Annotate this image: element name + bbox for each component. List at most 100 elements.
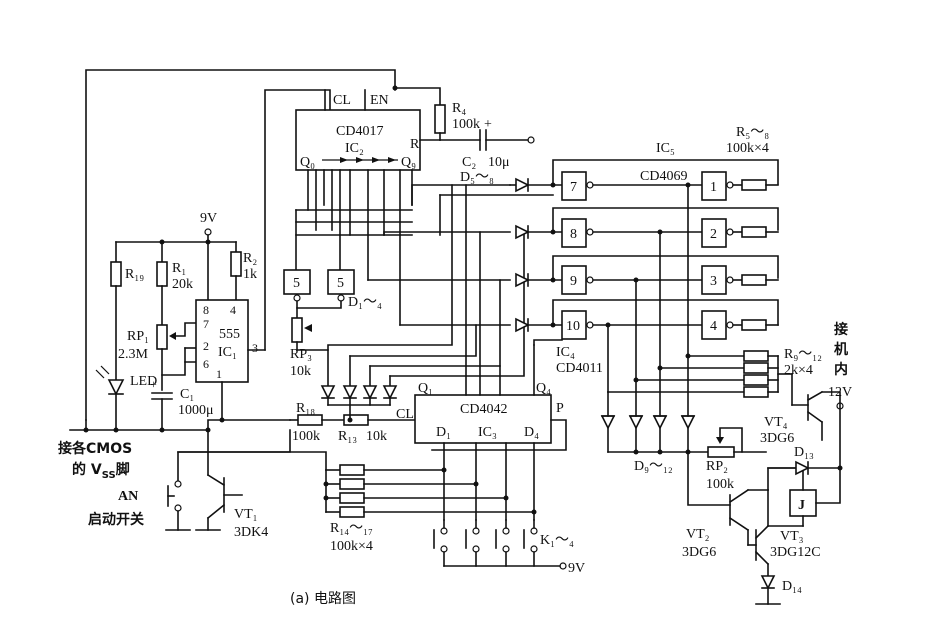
ic4-ref: IC₄	[556, 345, 575, 360]
c1-value: 1000μ	[178, 403, 214, 418]
svg-text:+: +	[150, 377, 157, 391]
ic1-pin7: 7	[203, 317, 209, 331]
cmos-note-1: 接各CMOS	[58, 440, 132, 457]
vt1-value: 3DK4	[234, 525, 268, 540]
r18-label: R₁₈	[296, 401, 315, 416]
start-switch-vt1: AN 启动开关 VT₁ 3DK4	[88, 429, 291, 540]
ic3-q1-pin: Q₁	[418, 381, 433, 396]
r4-c2-reset: R₄ 100k + C₂ 10μ	[419, 101, 535, 170]
ground-bus: 接各CMOS 的 VSS脚	[58, 417, 291, 481]
ic3-q4-pin: Q₄	[536, 381, 551, 396]
vt2-value: 3DG6	[682, 545, 716, 560]
c2-label: C₂	[462, 155, 476, 170]
ic1-pin3: 3	[252, 341, 258, 355]
d13-label: D₁₃	[794, 445, 814, 460]
r5-8-label: R₅～₈	[736, 125, 769, 140]
vt3-label: VT₃	[780, 529, 804, 544]
an-label: AN	[118, 489, 138, 504]
d14-label: D₁₄	[782, 579, 802, 594]
nei-label: 内	[834, 361, 848, 378]
r9-12-d9-12: R₉～₁₂ 2k×4 D₉～₁₂	[600, 347, 822, 474]
r14-17-value: 100k×4	[330, 539, 373, 554]
rp3-value: 10k	[290, 364, 311, 379]
led-label: LED	[130, 374, 157, 389]
ic3-cd4042: CD4042 Q₁ Q₄ P D₁ IC₃ D₄	[414, 184, 567, 521]
clock-network: R₁₈ 100k R₁₃ 10k CL	[289, 184, 525, 444]
ic1-pin6: 6	[203, 357, 209, 371]
ic2-cd4017: CL EN CD4017 IC₂ R Q₀ Q₉	[295, 89, 421, 171]
r13-value: 10k	[366, 429, 387, 444]
r2-label: R₂	[243, 251, 257, 266]
k1-4-label: K₁～₄	[540, 533, 574, 548]
d9-12-label: D₉～₁₂	[634, 459, 673, 474]
ic2-ref: IC₂	[345, 141, 364, 156]
rp1-label: RP₁	[127, 329, 149, 344]
supply-9v-label: 9V	[200, 211, 217, 226]
top-bus-wires	[85, 69, 441, 421]
ic3-d4-pin: D₄	[524, 425, 539, 440]
c1-label: C₁	[180, 387, 194, 402]
r19-label: R₁₉	[125, 267, 144, 282]
vt3-value: 3DG12C	[770, 545, 821, 560]
an-desc: 启动开关	[88, 511, 144, 528]
r14-17-and-keys: R₁₄～₁₇ 100k×4 9V K₁～₄	[177, 451, 585, 576]
r18-value: 100k	[292, 429, 320, 444]
inv-2: 2	[710, 227, 717, 242]
rp2-value: 100k	[706, 477, 734, 492]
ic2-output-lines	[295, 169, 554, 326]
nand-7: 7	[570, 180, 577, 195]
r9-12-label: R₉～₁₂	[784, 347, 822, 362]
ic1-555-section: 9V R₁₉ LED R₁ 20k RP₁ 2.3M	[95, 211, 266, 431]
ic3-ic3-pin: IC₃	[478, 425, 497, 440]
r4-value: 100k	[452, 117, 480, 132]
ic5-name: CD4069	[640, 169, 687, 184]
r13-label: R₁₃	[338, 429, 357, 444]
cmos-note-2: 的 VSS脚	[72, 461, 130, 481]
ic1-name: 555	[219, 327, 240, 342]
c2-value: 10μ	[488, 155, 510, 170]
ic2-q0-pin: Q₀	[300, 155, 315, 170]
ic5-ref: IC₅	[656, 141, 675, 156]
ic2-q9-pin: Q₉	[401, 155, 416, 170]
inv-3: 3	[710, 274, 717, 289]
r14-17-label: R₁₄～₁₇	[330, 521, 373, 536]
gate-5a: 5	[293, 276, 300, 291]
vt4-label: VT₄	[764, 415, 788, 430]
ji-label: 机	[834, 341, 848, 358]
ic3-d1-pin: D₁	[436, 425, 451, 440]
rp2-label: RP₂	[706, 459, 728, 474]
ic1-pin2: 2	[203, 339, 209, 353]
r1-label: R₁	[172, 261, 186, 276]
vt1-label: VT₁	[234, 507, 258, 522]
vt2-label: VT₂	[686, 527, 710, 542]
small-gates: 5 5 D₁～₄	[283, 269, 382, 310]
ic2-cl-pin: CL	[333, 93, 351, 108]
ic4-name: CD4011	[556, 361, 603, 376]
nand-9: 9	[570, 274, 577, 289]
ic2-r-pin: R	[410, 137, 420, 152]
relay-j: J	[798, 498, 805, 513]
rp3: RP₃ 10k	[290, 307, 312, 379]
vt4-value: 3DG6	[760, 431, 794, 446]
inverters-ic5: IC₅ CD4069 R₅～₈ 100k×4 1 2 3 4	[592, 125, 779, 393]
inv-4: 4	[710, 319, 717, 334]
nand-8: 8	[570, 227, 577, 242]
ic1-ref: IC₁	[218, 345, 237, 360]
ic3-p-pin: P	[556, 401, 564, 416]
ic3-name: CD4042	[460, 402, 507, 417]
r9-12-value: 2k×4	[784, 363, 813, 378]
ic3-cl-pin: CL	[396, 407, 414, 422]
figure-caption: (a) 电路图	[290, 591, 356, 607]
r1-value: 20k	[172, 277, 193, 292]
inv-1: 1	[710, 180, 717, 195]
r4-label: R₄	[452, 101, 466, 116]
d1-4-label: D₁～₄	[348, 295, 382, 310]
output-driver: RP₂ 100k VT₂ 3DG6 VT₃ 3DG12C D₁₄ J	[682, 321, 852, 605]
rp1-value: 2.3M	[118, 347, 149, 362]
supply-12v: 12V	[828, 385, 852, 400]
ic1-pin4: 4	[230, 303, 236, 317]
gate-5b: 5	[337, 276, 344, 291]
d5-8-label: D₅～₈	[460, 170, 494, 185]
